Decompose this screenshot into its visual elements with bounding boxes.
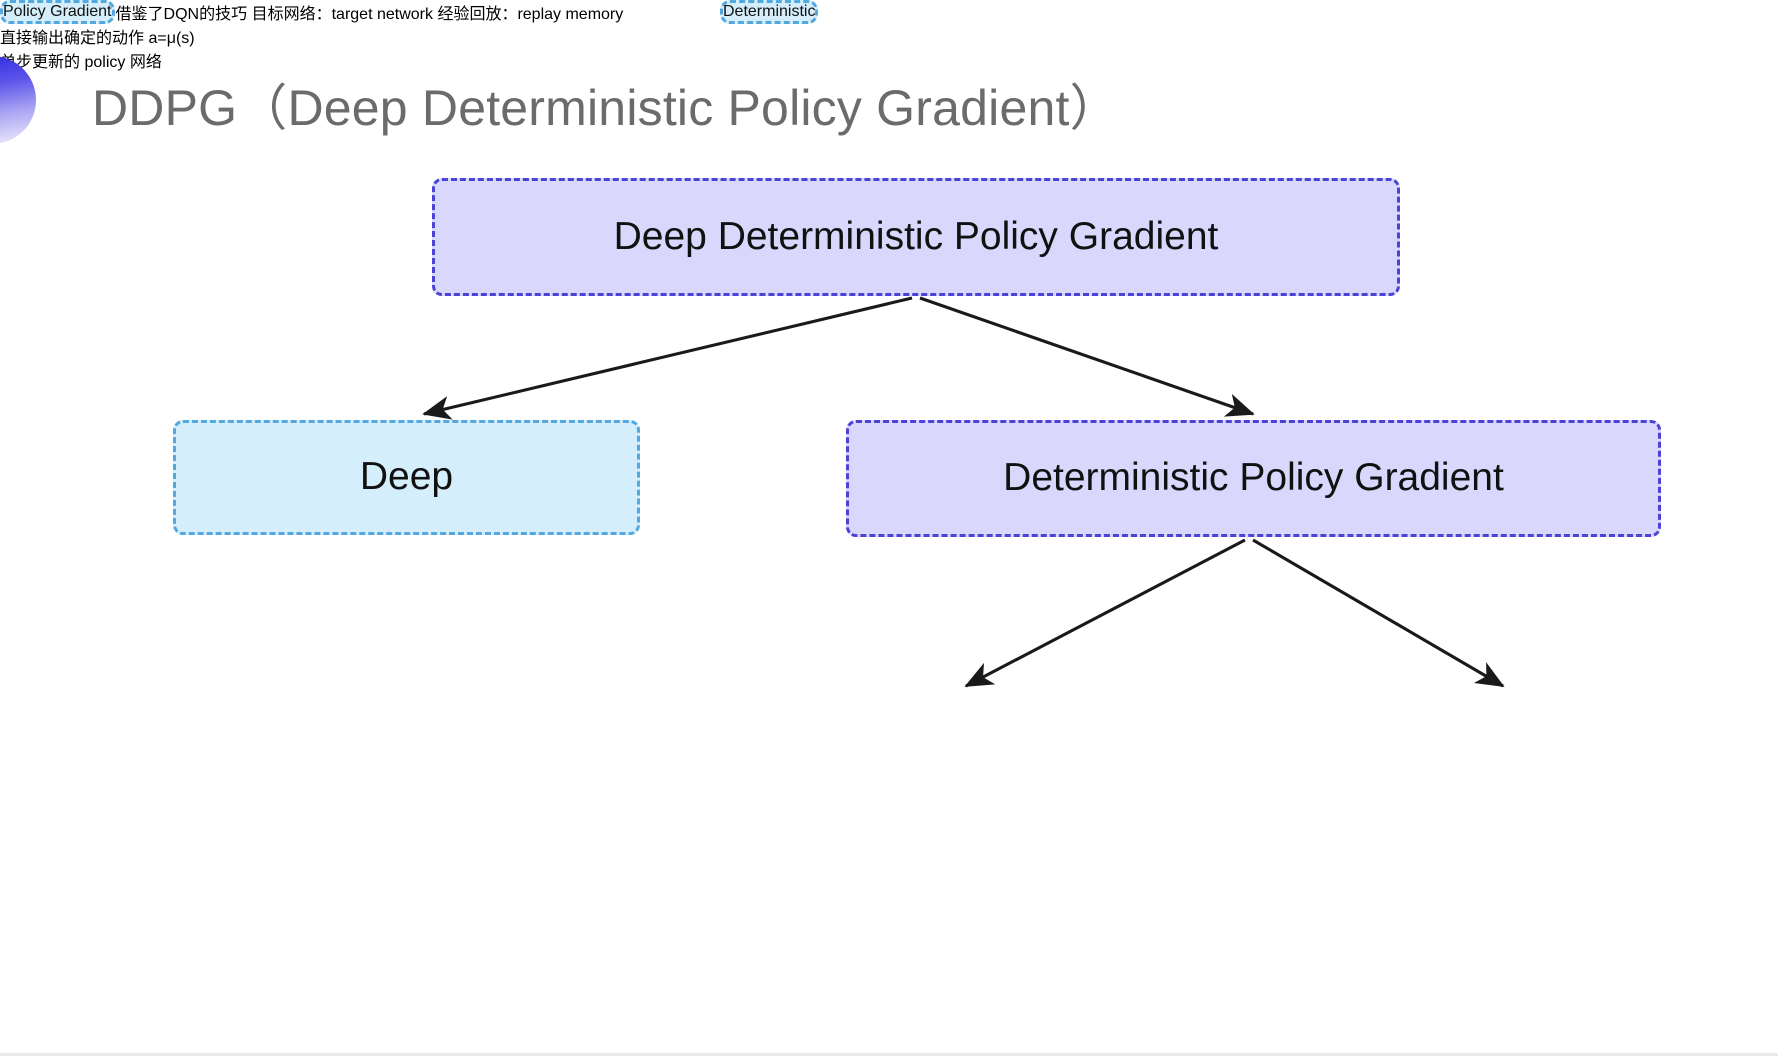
node-deterministic-policy-gradient[interactable]: Deterministic Policy Gradient <box>846 420 1661 537</box>
caption-deep-line2: 目标网络：target network <box>252 6 433 23</box>
formula-rhs: μ(s) <box>166 30 195 47</box>
node-label: Deep Deterministic Policy Gradient <box>613 214 1219 258</box>
node-deterministic[interactable]: Deterministic <box>720 0 819 25</box>
bottom-divider <box>0 1053 1778 1056</box>
caption-deep-line3-label: 经验回放： <box>437 6 518 23</box>
page-title: DDPG（Deep Deterministic Policy Gradient） <box>92 80 1120 136</box>
edge-dpg-to-deterministic <box>964 538 1246 688</box>
caption-deterministic-formula: a=μ(s) <box>148 30 194 47</box>
node-label: Deterministic Policy Gradient <box>1003 456 1504 500</box>
caption-policy-gradient-rest: 网络 <box>125 54 162 71</box>
node-label: Deterministic <box>723 3 816 20</box>
caption-deep-line3: 经验回放：replay memory <box>437 6 623 23</box>
formula-lhs: a <box>148 30 158 47</box>
node-deep[interactable]: Deep <box>173 420 640 535</box>
edge-root-to-dpg <box>919 296 1255 417</box>
node-label: Deep <box>359 455 454 499</box>
node-policy-gradient[interactable]: Policy Gradient <box>0 0 115 25</box>
formula-operator: = <box>157 30 167 47</box>
caption-policy-gradient-line2: policy 网络 <box>84 54 161 71</box>
caption-deep-line3-term: replay memory <box>517 6 624 23</box>
node-deep-deterministic-policy-gradient[interactable]: Deep Deterministic Policy Gradient <box>432 178 1400 296</box>
edge-root-to-deep <box>422 296 913 420</box>
caption-deterministic: 直接输出确定的动作 a=μ(s) <box>0 24 1778 48</box>
caption-deep: DQN的扩展版，借鉴了DQN的技巧 目标网络：target network 经验… <box>0 0 1778 24</box>
caption-deep-line2-term: target network <box>331 6 433 23</box>
edge-dpg-to-policy-gradient <box>1252 538 1505 688</box>
caption-policy-gradient-term: policy <box>84 54 126 71</box>
caption-deterministic-line1: 直接输出确定的动作 <box>0 30 145 47</box>
caption-deep-line2-label: 目标网络： <box>251 6 332 23</box>
node-label: Policy Gradient <box>3 3 112 20</box>
